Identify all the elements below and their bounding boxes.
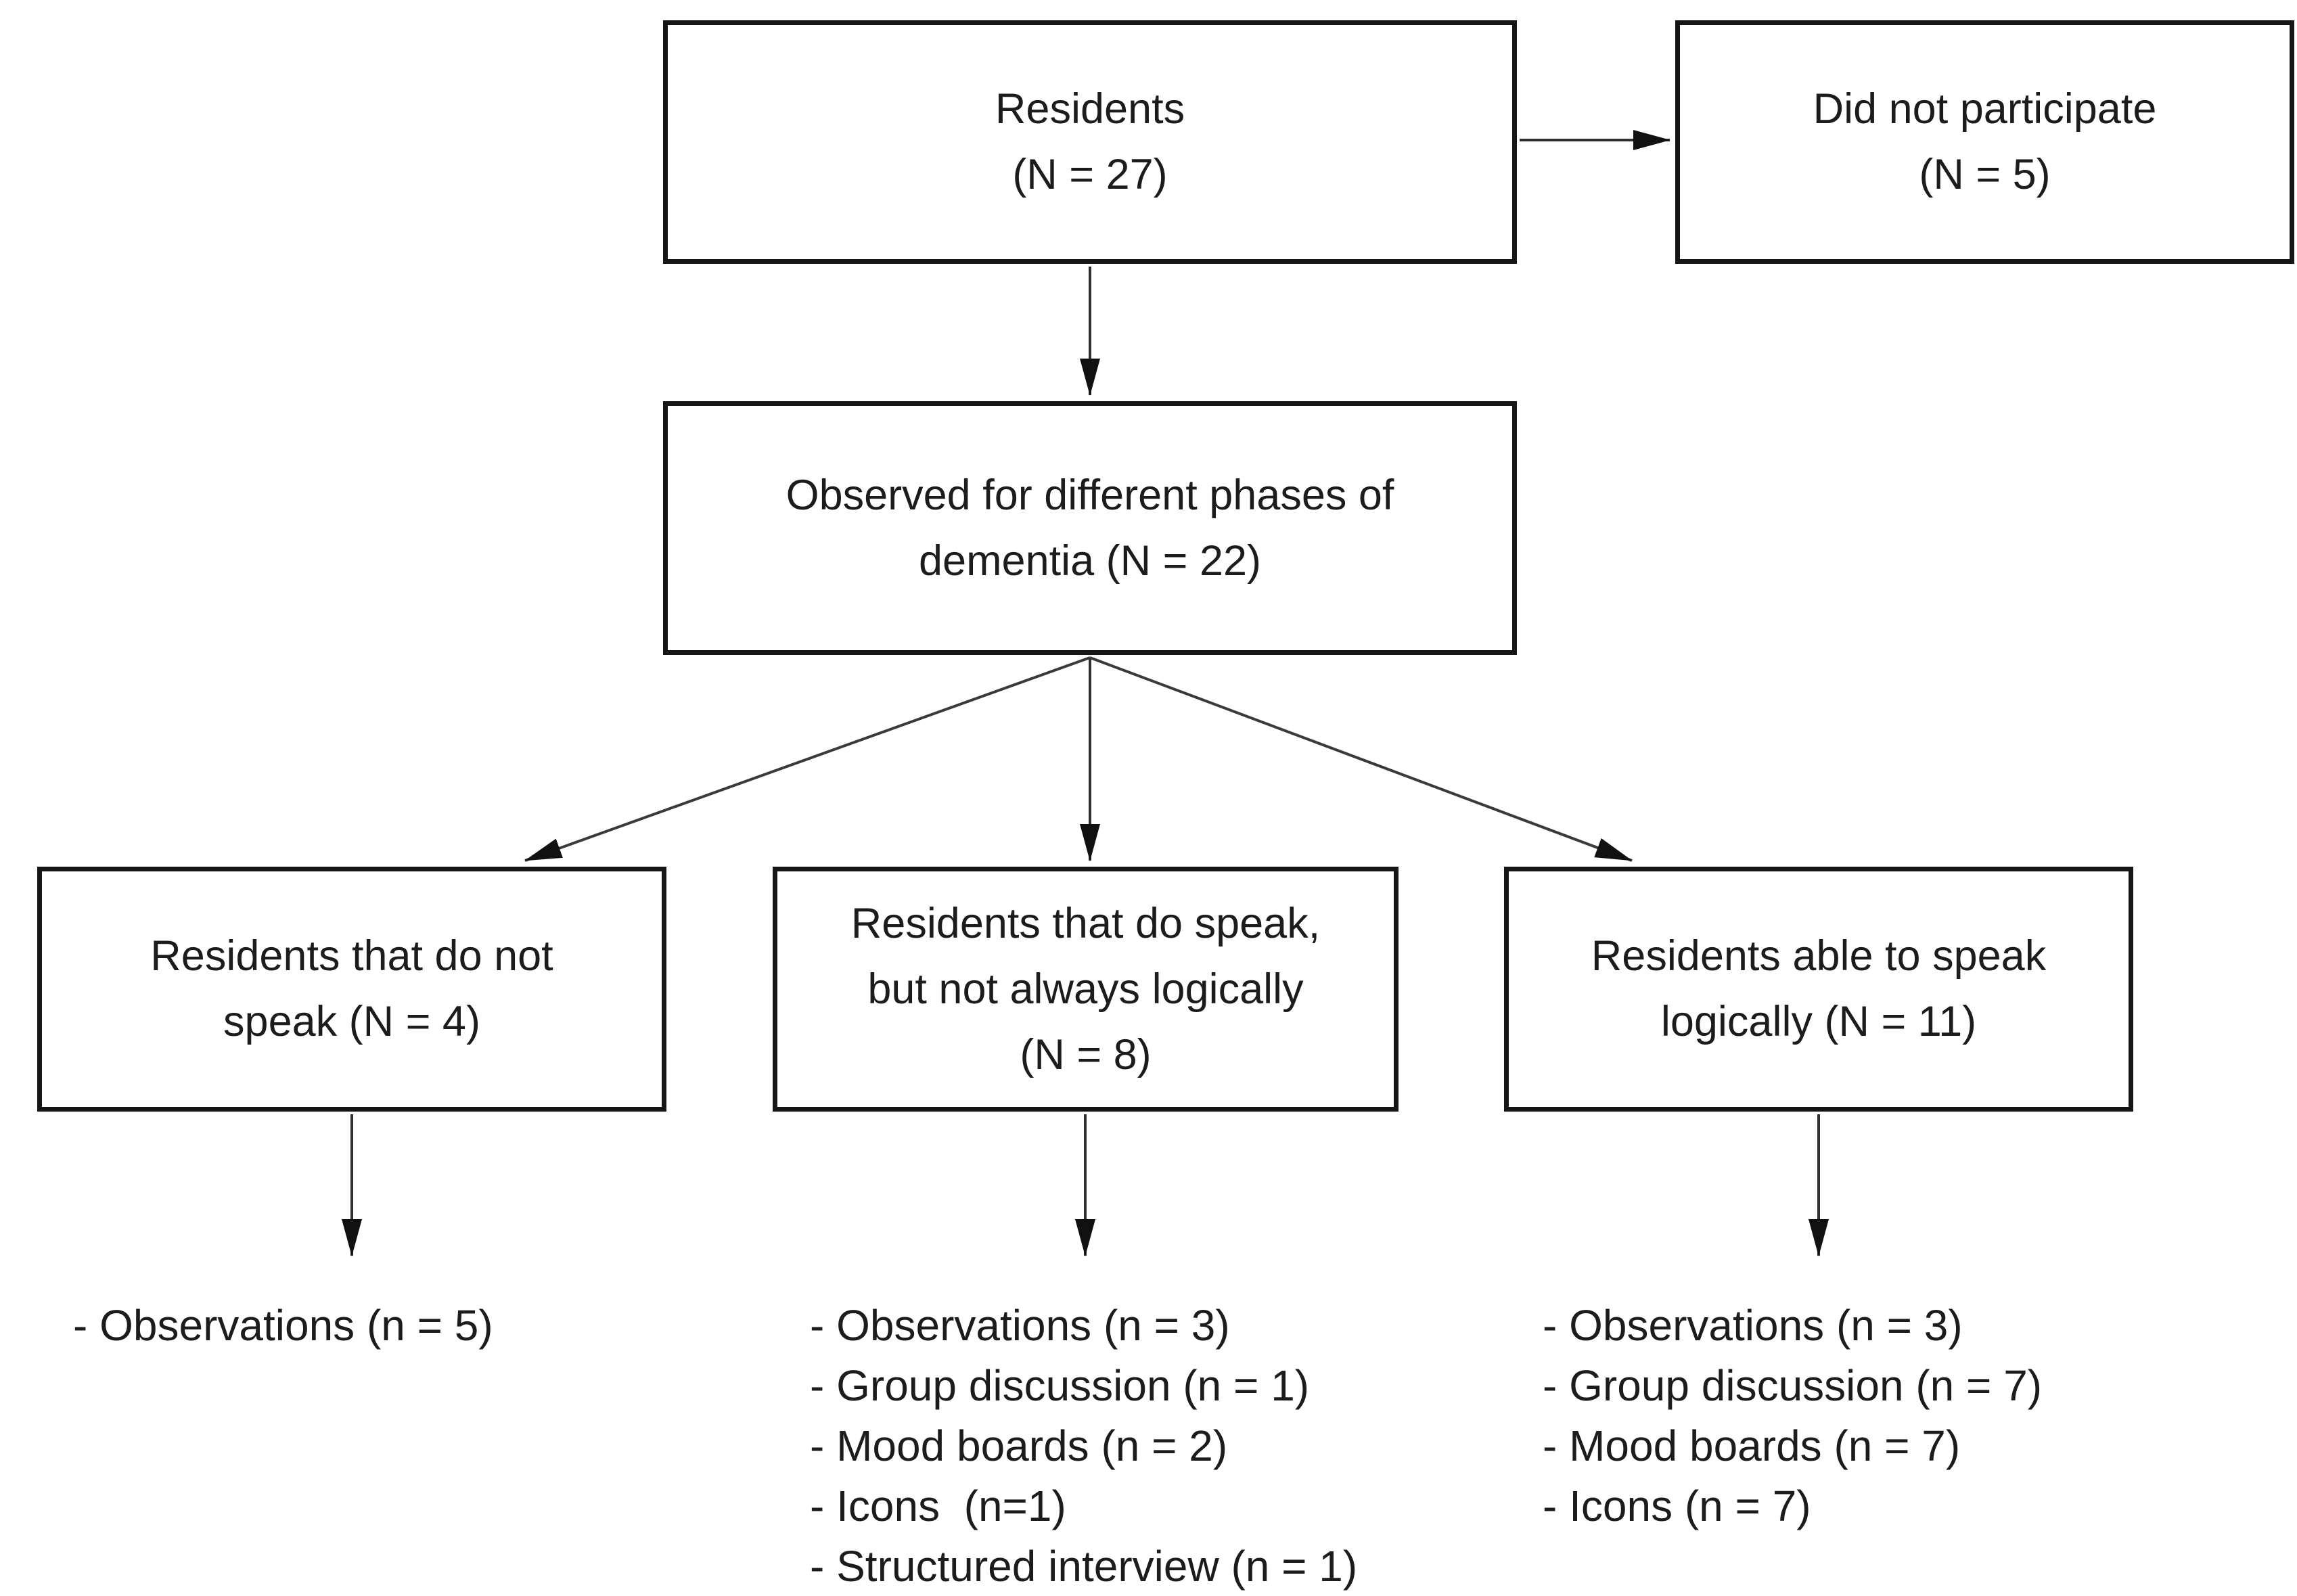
arrow-observed-to-speak-logical	[1089, 656, 1633, 862]
method-item: - Mood boards (n = 7)	[1543, 1421, 1961, 1470]
methods-list-speak-not-logical: - Observations (n = 3) - Group discussio…	[810, 1296, 1357, 1596]
arrow-observed-to-no-speech	[524, 656, 1091, 862]
group-box-speak-not-logical: Residents that do speak, but not always …	[773, 867, 1398, 1112]
group-box-no-speech-line: Residents that do not	[150, 932, 553, 980]
method-item: - Group discussion (n = 1)	[810, 1361, 1310, 1410]
group-box-no-speech: Residents that do not speak (N = 4)	[37, 867, 666, 1112]
did-not-participate-box-line: (N = 5)	[1919, 151, 2051, 198]
method-item: - Observations (n = 5)	[73, 1301, 493, 1350]
methods-list-no-speech: - Observations (n = 5)	[73, 1296, 493, 1356]
method-item: - Icons (n=1)	[810, 1482, 1066, 1530]
group-box-no-speech-line: speak (N = 4)	[223, 998, 480, 1045]
method-item: - Group discussion (n = 7)	[1543, 1361, 2043, 1410]
group-box-speak-not-logical-line: but not always logically	[867, 965, 1304, 1013]
method-item: - Mood boards (n = 2)	[810, 1421, 1228, 1470]
residents-box: Residents (N = 27)	[663, 20, 1517, 264]
did-not-participate-box: Did not participate (N = 5)	[1675, 20, 2294, 264]
observed-box: Observed for different phases of dementi…	[663, 401, 1517, 655]
methods-list-speak-logical: - Observations (n = 3) - Group discussio…	[1543, 1296, 2042, 1536]
group-box-speak-not-logical-line: (N = 8)	[1020, 1030, 1152, 1078]
method-item: - Observations (n = 3)	[810, 1301, 1230, 1350]
residents-box-line: Residents	[995, 85, 1185, 133]
did-not-participate-box-line: Did not participate	[1813, 85, 2157, 133]
group-box-speak-logical-line: Residents able to speak	[1591, 932, 2047, 980]
observed-box-line: dementia (N = 22)	[919, 537, 1261, 585]
method-item: - Structured interview (n = 1)	[810, 1542, 1358, 1591]
observed-box-line: Observed for different phases of	[786, 471, 1394, 519]
group-box-speak-logical: Residents able to speak logically (N = 1…	[1504, 867, 2133, 1112]
group-box-speak-logical-line: logically (N = 11)	[1660, 998, 1977, 1045]
method-item: - Observations (n = 3)	[1543, 1301, 1963, 1350]
group-box-speak-not-logical-line: Residents that do speak,	[850, 899, 1321, 947]
method-item: - Icons (n = 7)	[1543, 1482, 1811, 1530]
residents-box-line: (N = 27)	[1012, 151, 1168, 198]
